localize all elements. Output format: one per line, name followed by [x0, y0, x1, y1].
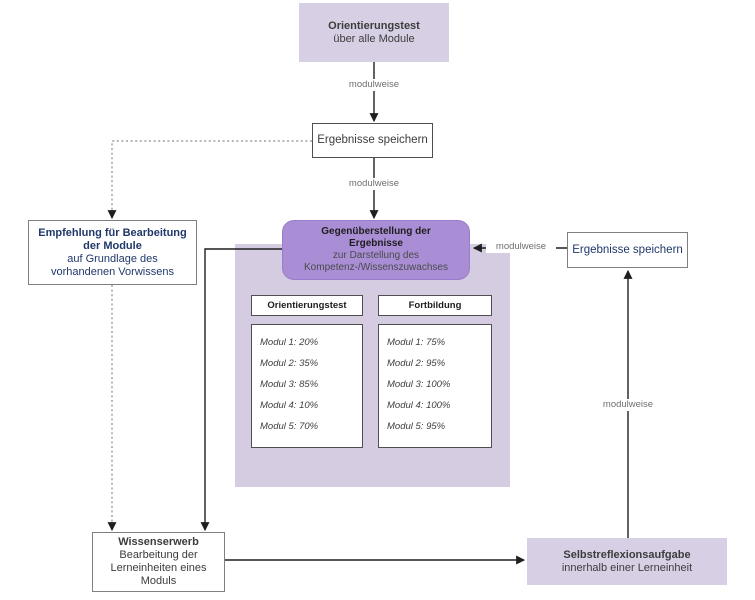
node-wissenserwerb-subtitle: Bearbeitung der Lerneinheiten eines Modu… — [110, 549, 207, 587]
table-item: Modul 4: 100% — [387, 400, 451, 411]
table-header-fortbildung: Fortbildung — [378, 295, 492, 316]
node-gegenueberstellung-subtitle: zur Darstellung des Kompetenz-/Wissenszu… — [304, 250, 448, 273]
table-item: Modul 3: 85% — [260, 379, 319, 390]
node-ergebnisse-speichern-links-label: Ergebnisse speichern — [317, 134, 428, 146]
edge-label-modulweise-2: modulweise — [337, 178, 411, 190]
table-item: Modul 4: 10% — [260, 400, 319, 411]
table-header-orientierungstest: Orientierungstest — [251, 295, 363, 316]
table-item: Modul 1: 75% — [387, 337, 446, 348]
edge-comparison-to-knowledge — [200, 248, 282, 532]
node-selbstreflexionsaufgabe: Selbstreflexionsaufgabe innerhalb einer … — [527, 538, 727, 585]
table-item: Modul 5: 95% — [387, 421, 446, 432]
table-item: Modul 3: 100% — [387, 379, 451, 390]
node-empfehlung-subtitle: auf Grundlage des vorhandenen Vorwissens — [51, 252, 174, 278]
table-item: Modul 1: 20% — [260, 337, 319, 348]
edge-label-modulweise-1: modulweise — [337, 79, 411, 91]
node-wissenserwerb: Wissenserwerb Bearbeitung der Lerneinhei… — [92, 532, 225, 592]
node-empfehlung-title: Empfehlung für Bearbeitung der Module — [38, 226, 187, 252]
edge-label-modulweise-4: modulweise — [591, 399, 665, 411]
node-ergebnisse-speichern-rechts-label: Ergebnisse speichern — [572, 243, 683, 256]
table-list-fortbildung: Modul 1: 75% Modul 2: 95% Modul 3: 100% … — [378, 324, 492, 448]
table-item: Modul 5: 70% — [260, 421, 319, 432]
node-selbstreflexionsaufgabe-title: Selbstreflexionsaufgabe — [563, 548, 691, 561]
node-orientierungstest: Orientierungstest über alle Module — [299, 3, 449, 62]
edge-label-modulweise-3: modulweise — [486, 241, 556, 253]
table-item: Modul 2: 35% — [260, 358, 319, 369]
node-empfehlung: Empfehlung für Bearbeitung der Module au… — [28, 220, 197, 285]
table-list-orientierungstest: Modul 1: 20% Modul 2: 35% Modul 3: 85% M… — [251, 324, 363, 448]
node-selbstreflexionsaufgabe-subtitle: innerhalb einer Lerneinheit — [561, 561, 693, 574]
node-gegenueberstellung-title: Gegenüberstellung der Ergebnisse — [321, 226, 431, 249]
node-ergebnisse-speichern-links: Ergebnisse speichern — [312, 123, 433, 158]
table-item: Modul 2: 95% — [387, 358, 446, 369]
node-wissenserwerb-title: Wissenserwerb — [118, 536, 199, 548]
node-orientierungstest-subtitle: über alle Module — [333, 32, 415, 45]
node-gegenueberstellung: Gegenüberstellung der Ergebnisse zur Dar… — [282, 220, 470, 280]
node-ergebnisse-speichern-rechts: Ergebnisse speichern — [567, 232, 688, 268]
edge-dotted-save-to-recommendation — [107, 140, 312, 220]
node-orientierungstest-title: Orientierungstest — [328, 19, 420, 32]
